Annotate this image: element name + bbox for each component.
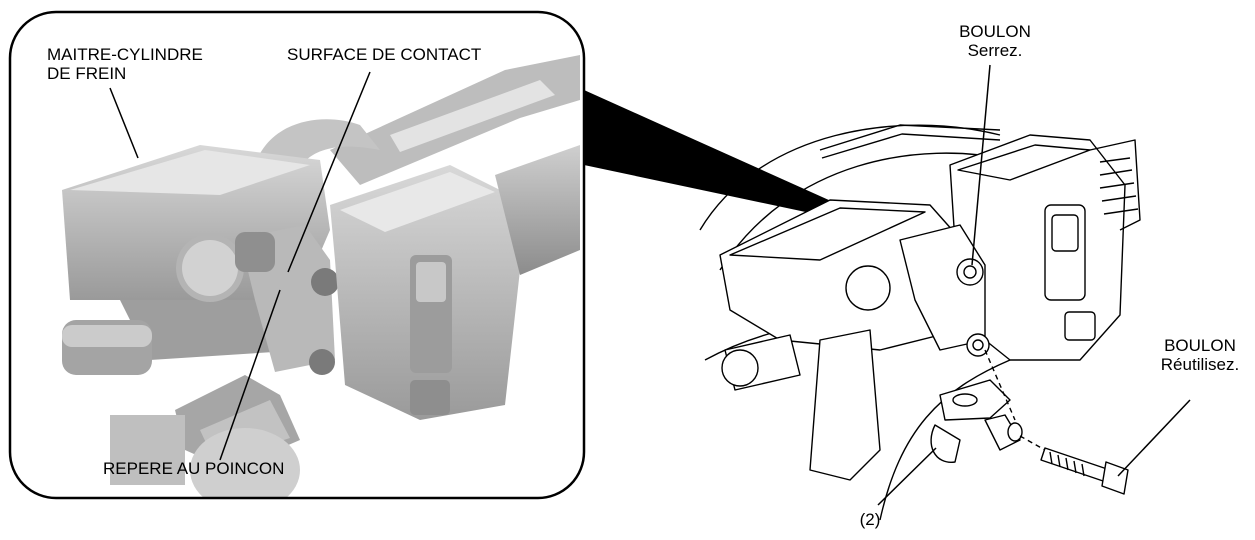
leader-bolt-right <box>1117 399 1191 477</box>
label-bolt-upper-action: Serrez. <box>967 41 1023 60</box>
label-bolt-right: BOULON <box>1164 336 1236 355</box>
main-lineart <box>699 124 1141 521</box>
leader-punch-mark <box>219 289 281 461</box>
label-master-cylinder: MAITRE-CYLINDRE DE FREIN <box>47 45 203 83</box>
label-punch-mark: REPERE AU POINCON <box>103 459 285 478</box>
detail-frame <box>8 10 586 500</box>
label-bolt-right-action: Réutilisez. <box>1160 355 1240 374</box>
leader-master-cylinder <box>109 87 139 159</box>
leader-bolt-upper <box>971 64 991 266</box>
callout-wedge <box>584 90 900 232</box>
label-contact-surface: SURFACE DE CONTACT <box>287 45 482 64</box>
detail-photo <box>10 12 584 498</box>
leader-contact-surface <box>287 71 371 273</box>
leader-clamp <box>877 447 937 506</box>
label-clamp-ref: (2) <box>859 510 881 529</box>
label-bolt-upper: BOULON <box>959 22 1031 41</box>
